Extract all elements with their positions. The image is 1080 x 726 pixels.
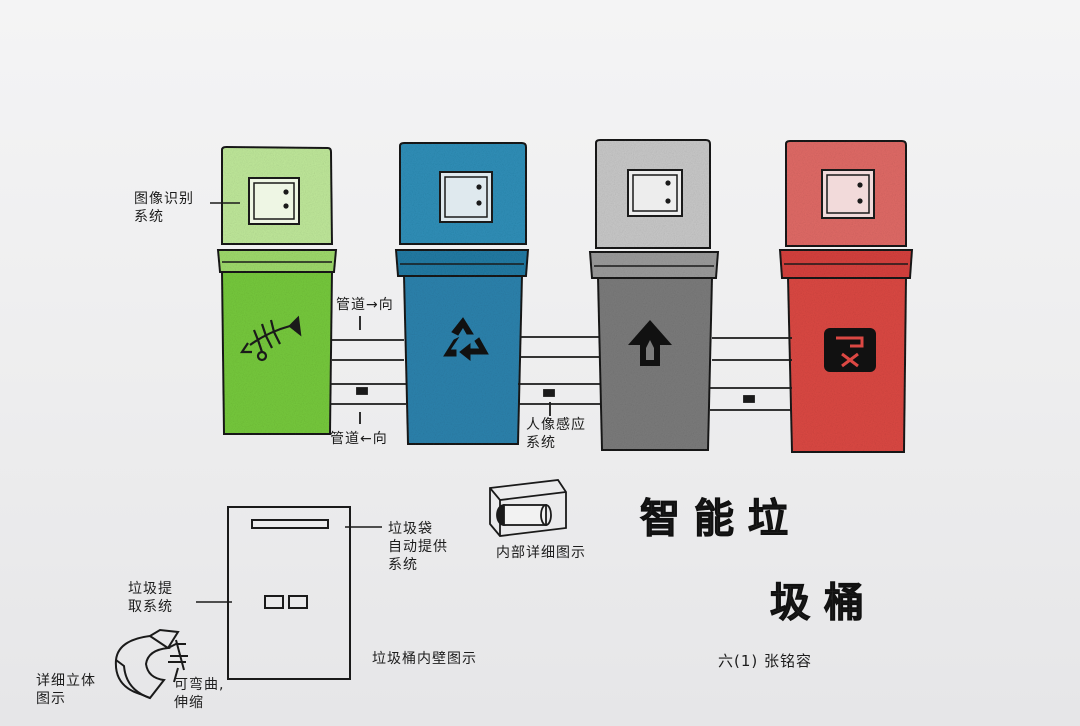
title-line-1: 智能垃	[640, 496, 802, 543]
internal-detail-box	[489, 479, 567, 537]
arrow-up-icon	[628, 320, 672, 366]
title-line-2: 圾桶	[770, 580, 878, 627]
label-bin-inner-wall: 垃圾桶内壁图示	[372, 651, 477, 667]
recognition-screen	[627, 169, 683, 217]
hazard-cross-icon	[824, 328, 876, 372]
label-human-sensor: 人像感应 系统	[526, 417, 586, 451]
bin-rim	[588, 251, 720, 279]
pickup-port	[264, 595, 284, 609]
recognition-screen	[248, 177, 300, 225]
label-pipe-left: 管道←向	[330, 431, 388, 447]
label-image-recognition: 图像识别 系统	[134, 191, 194, 225]
bin-rim	[394, 249, 530, 277]
label-garbage-pickup: 垃圾提 取系统	[128, 581, 173, 615]
bin-body	[402, 275, 524, 445]
bin-body	[220, 271, 334, 435]
bag-slot	[251, 519, 329, 529]
label-detail-3d: 详细立体 图示	[36, 673, 96, 707]
label-internal-detail: 内部详细图示	[496, 545, 586, 561]
pickup-port	[288, 595, 308, 609]
author-signature: 六(1) 张铭容	[718, 652, 813, 670]
recyclable-bin	[394, 142, 530, 445]
label-bag-auto-supply: 垃圾袋 自动提供 系统	[388, 521, 448, 573]
label-pipe-right: 管道→向	[336, 297, 394, 313]
bin-rim	[216, 249, 338, 273]
recognition-screen	[821, 169, 875, 219]
pickup-arm-3d	[114, 628, 188, 700]
fish-bone-icon	[239, 315, 302, 362]
inner-wall-diagram	[227, 506, 351, 680]
label-bendable: 可弯曲, 伸缩	[174, 677, 225, 711]
recycle-icon	[443, 317, 489, 362]
hazardous-waste-bin	[778, 140, 914, 453]
recognition-screen	[439, 171, 493, 223]
connecting-pipes	[330, 316, 792, 424]
leader-lines	[196, 202, 382, 603]
other-waste-bin	[588, 139, 720, 451]
kitchen-waste-bin	[216, 145, 338, 435]
